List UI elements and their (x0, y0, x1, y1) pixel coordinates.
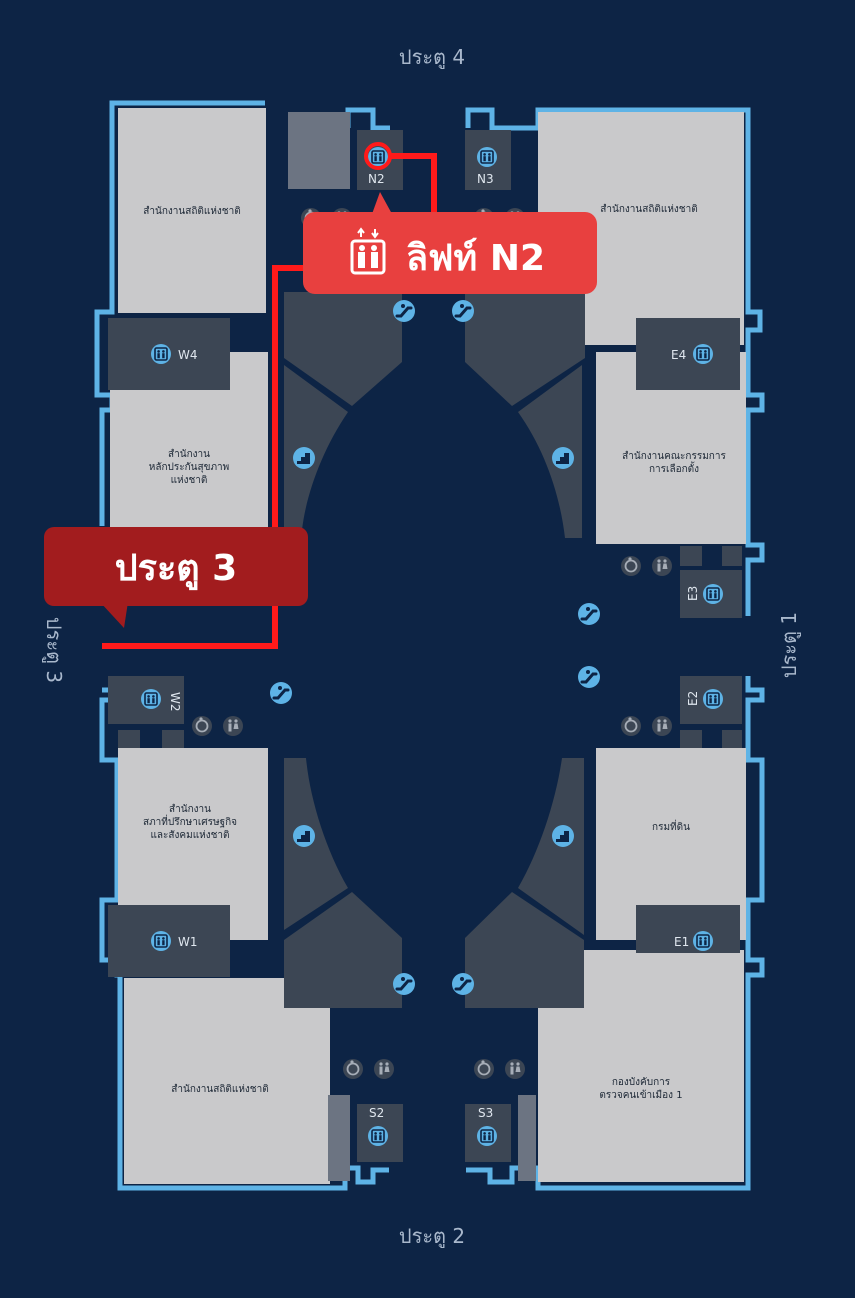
stairs-icon (293, 447, 315, 469)
escalator-icon (391, 298, 417, 324)
escalator-icon (450, 971, 476, 997)
callout-lift-label: ลิฟท์ N2 (406, 237, 545, 279)
room-label-w-low-1: สำนักงาน (169, 804, 211, 815)
callout-lift-n2[interactable]: ลิฟท์ N2 (303, 192, 597, 294)
room-label-se-bottom-2: ตรวจคนเข้าเมือง 1 (599, 1089, 682, 1101)
lift-code-e2: E2 (686, 691, 700, 706)
lift-icon-s2[interactable] (367, 1125, 389, 1147)
lift-code-n3: N3 (477, 172, 494, 186)
room-label-w-low-3: และสังคมแห่งชาติ (150, 830, 229, 841)
gate-label-south: ประตู 2 (399, 1224, 465, 1249)
lifts: N2 N3 W4 E4 E3 E2 W2 W1 E1 S2 S3 (140, 146, 724, 1147)
room-sw-bottom[interactable] (124, 978, 330, 1184)
room-label-sw-bottom: สำนักงานสถิติแห่งชาติ (171, 1084, 268, 1095)
lift-code-s3: S3 (478, 1106, 493, 1120)
escalator-icon (268, 680, 294, 706)
escalator-icon (576, 664, 602, 690)
wheelchair-icon (620, 715, 642, 737)
stairs-icon (552, 825, 574, 847)
route-destination-marker (364, 142, 392, 170)
lift-icon-w4[interactable] (150, 343, 172, 365)
escalator-icon (576, 601, 602, 627)
lift-code-e4: E4 (671, 348, 686, 362)
wheelchair-icon (342, 1058, 364, 1080)
room-label-w-low-2: สภาที่ปรึกษาเศรษฐกิจ (143, 814, 237, 828)
gate-labels: ประตู 4 ประตู 2 ประตู 1 ประตู 3 (41, 45, 802, 1249)
lift-icon-w2[interactable] (140, 688, 162, 710)
room-labels: สำนักงานสถิติแห่งชาติ สำนักงานสถิติแห่งช… (143, 204, 727, 1101)
wheelchair-icon (191, 715, 213, 737)
room-label-se-bottom-1: กองบังคับการ (612, 1077, 671, 1088)
service-cores (108, 112, 742, 1181)
gate-label-east: ประตู 1 (777, 612, 802, 678)
escalator-icon (450, 298, 476, 324)
lift-icon-w1[interactable] (150, 930, 172, 952)
restroom-icon (374, 1059, 394, 1079)
room-label-w-mid-1: สำนักงาน (168, 449, 210, 460)
atrium-wings (284, 292, 585, 1008)
lift-code-w4: W4 (178, 348, 198, 362)
lift-code-n2: N2 (368, 172, 385, 186)
lift-icon-e1[interactable] (692, 930, 714, 952)
elevator-icon (350, 227, 386, 275)
callout-gate-label: ประตู 3 (115, 548, 237, 591)
room-nw-top[interactable] (118, 108, 266, 313)
restroom-icon (652, 716, 672, 736)
lift-code-e1: E1 (674, 935, 689, 949)
lift-code-e3: E3 (686, 586, 700, 601)
room-label-w-mid-2: หลักประกันสุขภาพ (149, 462, 230, 473)
route (102, 142, 437, 649)
stairs-icon (293, 825, 315, 847)
restroom-icon (505, 1059, 525, 1079)
lift-code-w1: W1 (178, 935, 198, 949)
lift-icon-e2[interactable] (702, 688, 724, 710)
room-label-ne-top: สำนักงานสถิติแห่งชาติ (600, 204, 697, 215)
lift-icon-n3[interactable] (476, 146, 498, 168)
stairs-icon (552, 447, 574, 469)
lift-icon-s3[interactable] (476, 1125, 498, 1147)
callout-gate-3[interactable]: ประตู 3 (44, 527, 308, 628)
restroom-icon (652, 556, 672, 576)
route-line (390, 153, 437, 220)
room-label-e-mid-2: การเลือกตั้ง (649, 461, 699, 475)
building-outline (94, 100, 765, 1191)
gate-label-north: ประตู 4 (399, 45, 465, 70)
escalator-icon (391, 971, 417, 997)
room-label-e-mid-1: สำนักงานคณะกรรมการ (622, 451, 726, 462)
lift-icon-e3[interactable] (702, 583, 724, 605)
lift-icon-e4[interactable] (692, 343, 714, 365)
gate-label-west: ประตู 3 (41, 617, 66, 683)
restroom-icon (223, 716, 243, 736)
wheelchair-icon (620, 555, 642, 577)
lift-code-s2: S2 (369, 1106, 384, 1120)
lift-code-w2: W2 (168, 692, 182, 712)
room-label-nw-top: สำนักงานสถิติแห่งชาติ (143, 206, 240, 217)
room-label-e-low: กรมที่ดิน (652, 819, 690, 833)
room-label-w-mid-3: แห่งชาติ (171, 475, 208, 486)
route-line (102, 265, 330, 649)
wheelchair-icon (473, 1058, 495, 1080)
